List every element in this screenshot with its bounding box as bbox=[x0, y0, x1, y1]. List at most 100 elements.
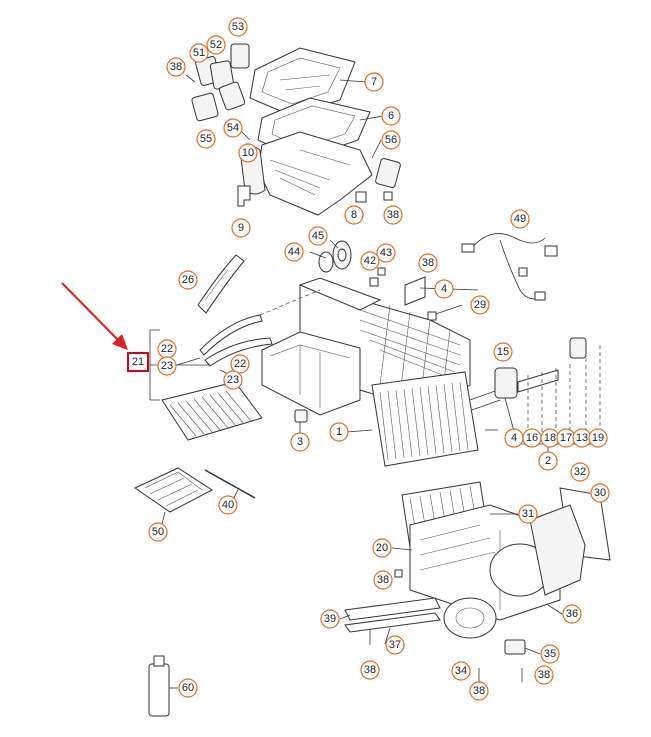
callout-38-a[interactable]: 38 bbox=[166, 57, 186, 77]
callout-10[interactable]: 10 bbox=[238, 143, 258, 163]
bottle-cap bbox=[153, 655, 165, 667]
callout-42[interactable]: 42 bbox=[360, 251, 380, 271]
svg-text:15: 15 bbox=[497, 346, 509, 358]
upper-housing-drawing bbox=[185, 43, 401, 216]
callout-52[interactable]: 52 bbox=[206, 35, 226, 55]
callout-16[interactable]: 16 bbox=[522, 428, 542, 448]
callout-4-b[interactable]: 4 bbox=[504, 428, 524, 448]
actuator-56-shape bbox=[375, 158, 401, 188]
blower-housing-drawing bbox=[344, 481, 611, 682]
heater-pipes bbox=[469, 389, 501, 411]
callout-22-b[interactable]: 22 bbox=[230, 354, 250, 374]
valve-body-shape bbox=[569, 337, 587, 359]
heater-core-1-shape bbox=[371, 371, 479, 467]
harness-wire-shape bbox=[469, 233, 546, 300]
callout-43[interactable]: 43 bbox=[376, 243, 396, 263]
housing-compartment-box bbox=[261, 331, 361, 416]
callout-6[interactable]: 6 bbox=[381, 106, 401, 126]
callout-35[interactable]: 35 bbox=[540, 644, 560, 664]
callout-29[interactable]: 29 bbox=[470, 295, 490, 315]
callout-53[interactable]: 53 bbox=[228, 17, 248, 37]
callout-51[interactable]: 51 bbox=[189, 43, 209, 63]
resistor-35-shape bbox=[504, 639, 526, 655]
callout-4-a[interactable]: 4 bbox=[434, 279, 454, 299]
callout-13[interactable]: 13 bbox=[572, 428, 592, 448]
pipe-22-shape bbox=[199, 314, 263, 356]
svg-text:29: 29 bbox=[474, 299, 486, 311]
callout-34[interactable]: 34 bbox=[451, 661, 471, 681]
callout-38-d[interactable]: 38 bbox=[373, 570, 393, 590]
callout-3[interactable]: 3 bbox=[290, 432, 310, 452]
callout-26[interactable]: 26 bbox=[178, 270, 198, 290]
svg-text:8: 8 bbox=[351, 209, 357, 221]
callout-20[interactable]: 20 bbox=[372, 538, 392, 558]
pipe-23-shape bbox=[204, 337, 273, 367]
callout-56[interactable]: 56 bbox=[381, 130, 401, 150]
callout-38-f[interactable]: 38 bbox=[534, 665, 554, 685]
seal-30-shape bbox=[529, 504, 586, 596]
svg-text:21: 21 bbox=[132, 356, 144, 368]
callout-38-e[interactable]: 38 bbox=[360, 660, 380, 680]
callout-37[interactable]: 37 bbox=[385, 635, 405, 655]
actuator-55-shape bbox=[191, 92, 219, 122]
pipe-guide-line bbox=[259, 289, 321, 316]
callout-54[interactable]: 54 bbox=[223, 118, 243, 138]
svg-text:38: 38 bbox=[538, 669, 550, 681]
callout-38-g[interactable]: 38 bbox=[469, 681, 489, 701]
svg-text:4: 4 bbox=[511, 432, 517, 444]
rod-40-shape bbox=[204, 469, 256, 499]
svg-text:38: 38 bbox=[387, 209, 399, 221]
callout-31[interactable]: 31 bbox=[518, 504, 538, 524]
svg-text:38: 38 bbox=[364, 664, 376, 676]
callout-9[interactable]: 9 bbox=[231, 218, 251, 238]
evaporator-shape bbox=[161, 381, 263, 441]
svg-text:39: 39 bbox=[324, 613, 336, 625]
svg-text:44: 44 bbox=[288, 246, 300, 258]
evaporator-drawing bbox=[133, 254, 321, 513]
callout-8[interactable]: 8 bbox=[344, 205, 364, 225]
housing-rim-shape bbox=[298, 277, 382, 311]
callout-50[interactable]: 50 bbox=[148, 522, 168, 542]
svg-text:22: 22 bbox=[161, 343, 173, 355]
callout-15[interactable]: 15 bbox=[493, 342, 513, 362]
callout-36[interactable]: 36 bbox=[562, 604, 582, 624]
callout-32[interactable]: 32 bbox=[570, 462, 590, 482]
callout-18[interactable]: 18 bbox=[540, 428, 560, 448]
callout-7[interactable]: 7 bbox=[364, 72, 384, 92]
svg-text:45: 45 bbox=[312, 230, 324, 242]
washer-44-shape bbox=[318, 251, 334, 273]
callout-19[interactable]: 19 bbox=[588, 428, 608, 448]
svg-text:4: 4 bbox=[441, 283, 447, 295]
callout-22-a[interactable]: 22 bbox=[157, 339, 177, 359]
valve-pipe-shape bbox=[517, 369, 559, 393]
callout-55[interactable]: 55 bbox=[196, 129, 216, 149]
part-6-inner-shape bbox=[271, 105, 356, 149]
callout-23-b[interactable]: 23 bbox=[223, 370, 243, 390]
callout-30[interactable]: 30 bbox=[590, 483, 610, 503]
callout-23-a[interactable]: 23 bbox=[157, 356, 177, 376]
callout-21-highlighted[interactable]: 21 bbox=[127, 352, 149, 372]
svg-text:34: 34 bbox=[455, 665, 467, 677]
callout-60[interactable]: 60 bbox=[178, 678, 198, 698]
callout-17[interactable]: 17 bbox=[556, 428, 576, 448]
callout-44[interactable]: 44 bbox=[284, 242, 304, 262]
callout-39[interactable]: 39 bbox=[320, 609, 340, 629]
svg-text:7: 7 bbox=[371, 76, 377, 88]
callout-2[interactable]: 2 bbox=[538, 451, 558, 471]
callout-40[interactable]: 40 bbox=[218, 495, 238, 515]
svg-text:35: 35 bbox=[544, 648, 556, 660]
trim-37-shape bbox=[344, 612, 441, 633]
svg-text:60: 60 bbox=[182, 682, 194, 694]
svg-text:23: 23 bbox=[227, 374, 239, 386]
svg-text:38: 38 bbox=[473, 685, 485, 697]
wiring-harness-drawing bbox=[461, 233, 558, 301]
callout-38-c[interactable]: 38 bbox=[418, 253, 438, 273]
callout-45[interactable]: 45 bbox=[308, 226, 328, 246]
callout-49[interactable]: 49 bbox=[510, 209, 530, 229]
svg-text:50: 50 bbox=[152, 526, 164, 538]
callout-1[interactable]: 1 bbox=[329, 422, 349, 442]
svg-text:20: 20 bbox=[376, 542, 388, 554]
callout-38-b[interactable]: 38 bbox=[383, 205, 403, 225]
svg-text:13: 13 bbox=[576, 432, 588, 444]
highlight-arrow bbox=[61, 282, 128, 350]
